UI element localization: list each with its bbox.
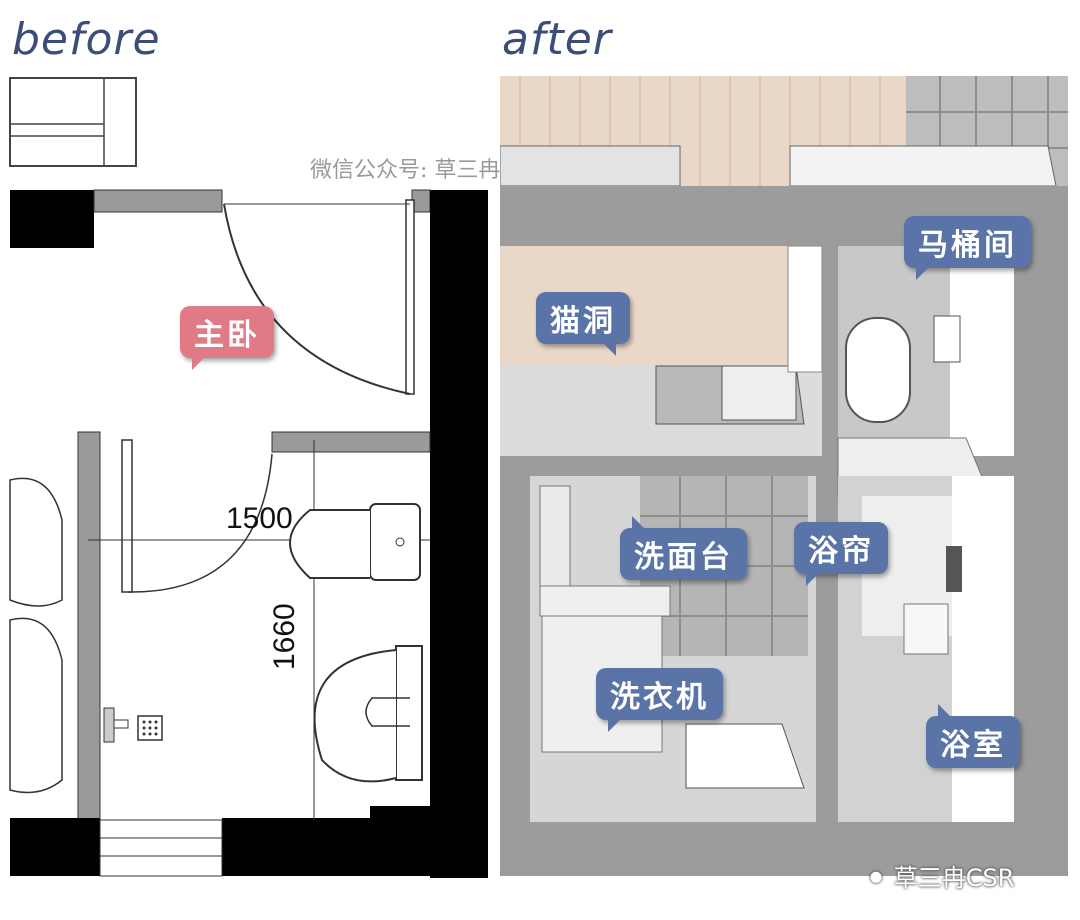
dimension-height-label: 1660 [268, 603, 301, 670]
wechat-icon: ⚫ [866, 864, 887, 892]
label-cat-hole: 猫洞 [536, 292, 630, 356]
window [99, 819, 223, 877]
bath-wall-bottom-black-left [10, 818, 100, 876]
dimension-width-label: 1500 [226, 502, 293, 535]
label-shower-curtain: 浴帘 [794, 522, 888, 586]
bed-top [500, 145, 1057, 187]
toilet-fixture [289, 503, 421, 581]
wall-top-black [10, 190, 94, 248]
bath-wall-bottom-grey [370, 806, 430, 820]
bedroom-door [223, 199, 415, 395]
bed-left [9, 477, 63, 794]
wechat-logo-text: 草三冉CSR [893, 864, 1015, 892]
wall-right-black [430, 190, 488, 878]
shower-fixture [103, 707, 129, 743]
bath-wall-bottom-black-right [222, 818, 430, 876]
label-bathroom: 浴室 [926, 704, 1020, 768]
bath-wall-left [77, 431, 101, 821]
label-washing-machine: 洗衣机 [596, 668, 723, 732]
label-toilet-room: 马桶间 [904, 216, 1031, 280]
floor-drain [137, 715, 163, 741]
label-vanity: 洗面台 [620, 516, 747, 580]
bath-wall-top [271, 431, 431, 453]
wall-top-grey [93, 189, 223, 213]
before-floor-plan [9, 77, 488, 878]
cat-room [500, 245, 823, 456]
after-heading: after [502, 14, 612, 65]
sink-fixture [313, 645, 423, 783]
bed-outline [9, 77, 137, 167]
before-heading: before [12, 14, 161, 65]
bathroom-door [121, 439, 273, 593]
wechat-logo: ⚫ 草三冉CSR [866, 858, 1014, 893]
label-master-bedroom: 主卧 [180, 306, 274, 370]
